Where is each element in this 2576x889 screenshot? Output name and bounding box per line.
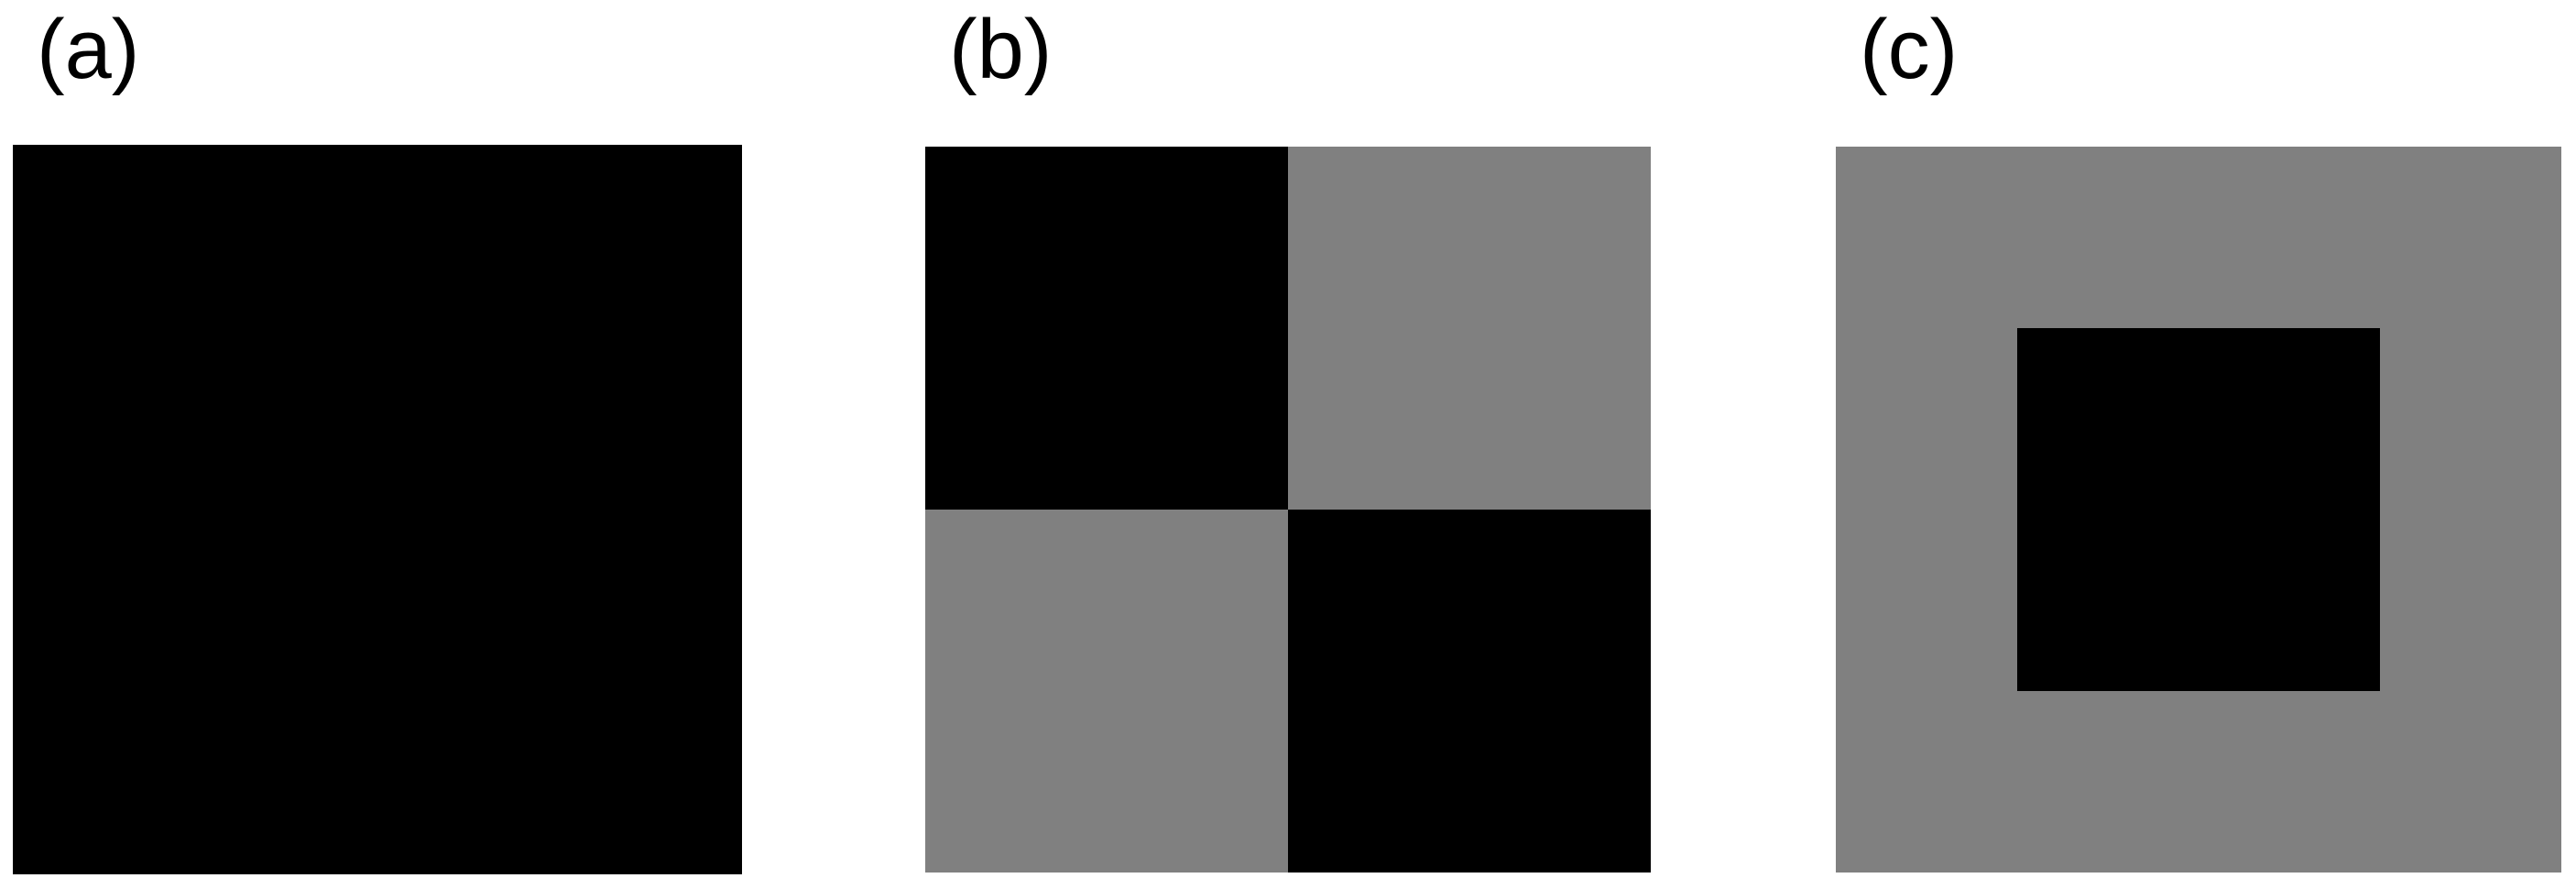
panel-a-label: (a) bbox=[37, 3, 140, 96]
panel-a-fill bbox=[13, 145, 742, 874]
panel-c-center-square bbox=[2017, 328, 2380, 691]
panel-b-bottom-right-quadrant bbox=[1288, 510, 1651, 873]
panel-b-bottom-left-quadrant bbox=[925, 510, 1288, 873]
panel-b-label: (b) bbox=[949, 3, 1053, 96]
panel-c bbox=[1836, 147, 2561, 873]
panel-a bbox=[13, 145, 742, 874]
panel-b-top-right-quadrant bbox=[1288, 147, 1651, 510]
panel-b bbox=[925, 147, 1651, 873]
panel-c-label: (c) bbox=[1860, 3, 1959, 96]
panel-b-top-left-quadrant bbox=[925, 147, 1288, 510]
